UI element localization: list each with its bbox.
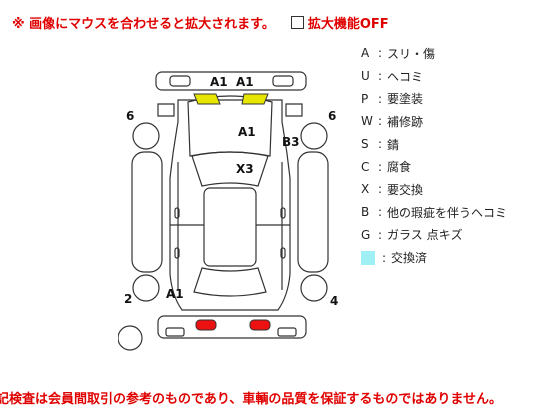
legend-sep: :	[377, 137, 383, 152]
legend-sep: :	[377, 46, 383, 61]
notice-bar: ※ 画像にマウスを合わせると拡大されます。 拡大機能OFF	[12, 12, 389, 32]
disclaimer: 記検査は会員間取引の参考のものであり、車輌の品質を保証するものではありません。	[0, 392, 502, 407]
legend-desc: 錆	[387, 137, 400, 152]
windshield-panel	[191, 151, 269, 187]
door-handle-rl	[174, 247, 180, 259]
legend-sep: :	[381, 250, 387, 265]
legend: A : スリ・傷 U : ヘコミ P : 要塗装 W : 補修跡 S : 錆 C…	[361, 42, 507, 269]
front-grille-left	[169, 75, 191, 87]
rear-glass-panel	[193, 267, 267, 297]
legend-sep: :	[377, 69, 383, 84]
legend-item-a: A : スリ・傷	[361, 42, 507, 65]
marker-front-bumper-right: A1	[236, 75, 254, 89]
legend-code: P	[361, 91, 369, 106]
door-handle-fr	[280, 207, 286, 219]
legend-sep: :	[377, 205, 383, 220]
legend-desc: 交換済	[391, 251, 428, 266]
legend-sep: :	[377, 182, 383, 197]
side-panel-left	[131, 151, 163, 273]
legend-sep: :	[377, 114, 383, 129]
car-diagram[interactable]: A1 A1 A1 B3 X3 A1 6 6 2 4	[118, 60, 338, 356]
taillights	[195, 319, 271, 331]
legend-desc: 腐食	[387, 160, 412, 175]
headlight-right	[241, 93, 269, 105]
panel-number-front-right: 6	[328, 109, 336, 123]
headlights	[193, 93, 269, 105]
body-outline	[169, 99, 291, 311]
legend-code: A	[361, 46, 370, 61]
rear-panel-left	[165, 327, 185, 337]
legend-code: G	[361, 227, 371, 242]
legend-desc: 補修跡	[387, 114, 424, 129]
legend-item-u: U : ヘコミ	[361, 65, 507, 88]
taillight-left	[195, 319, 217, 331]
panel-number-rear-left: 2	[124, 292, 132, 306]
legend-sep: :	[377, 159, 383, 174]
notice-text: ※ 画像にマウスを合わせると拡大されます。	[12, 16, 275, 32]
legend-code: C	[361, 159, 370, 174]
legend-desc: 他の瑕疵を伴うヘコミ	[387, 205, 508, 220]
wheel-rear-left	[132, 274, 160, 302]
legend-desc: ガラス 点キズ	[387, 228, 463, 243]
legend-sep: :	[377, 227, 383, 242]
legend-code: U	[361, 69, 370, 84]
legend-sep: :	[377, 91, 383, 106]
zoom-toggle-label: 拡大機能OFF	[307, 16, 389, 32]
legend-code: S	[361, 137, 369, 152]
legend-item-w: W : 補修跡	[361, 110, 507, 133]
taillight-right	[249, 319, 271, 331]
marker-front-right-fender: B3	[282, 135, 300, 149]
legend-desc: ヘコミ	[387, 69, 424, 84]
marker-rear-left-quarter: A1	[166, 287, 184, 301]
panel-number-rear-right: 4	[330, 294, 338, 308]
legend-desc: 要交換	[387, 182, 424, 197]
panel-number-front-left: 6	[126, 109, 134, 123]
wheel-front-left	[132, 122, 160, 150]
door-handle-fl	[174, 207, 180, 219]
wheel-rear-right	[300, 274, 328, 302]
legend-item-s: S : 錆	[361, 133, 507, 156]
door-handle-rr	[280, 247, 286, 259]
zoom-toggle[interactable]: 拡大機能OFF	[290, 13, 389, 32]
marker-hood: A1	[238, 125, 256, 139]
legend-item-c: C : 腐食	[361, 155, 507, 178]
rear-bumper	[157, 315, 307, 339]
legend-item-p: P : 要塗装	[361, 87, 507, 110]
front-grille-right	[272, 75, 294, 87]
legend-desc: スリ・傷	[387, 46, 436, 61]
wheel-front-right	[300, 122, 328, 150]
marker-windshield: X3	[236, 162, 254, 176]
mirror-left	[157, 103, 175, 117]
roof-panel	[203, 187, 257, 267]
legend-item-g: G : ガラス 点キズ	[361, 224, 507, 247]
rear-panel-right	[277, 327, 297, 337]
hood-panel	[187, 95, 273, 157]
legend-code: X	[361, 182, 370, 197]
legend-item-replaced: : 交換済	[361, 246, 507, 269]
spare-tire	[118, 325, 143, 351]
headlight-left	[193, 93, 221, 105]
marker-front-bumper-left: A1	[210, 75, 228, 89]
legend-code: B	[361, 205, 370, 220]
legend-code: W	[361, 114, 373, 129]
side-panel-right	[297, 151, 329, 273]
front-bumper	[155, 71, 307, 91]
zoom-checkbox[interactable]	[290, 15, 304, 29]
legend-item-b: B : 他の瑕疵を伴うヘコミ	[361, 201, 507, 224]
legend-item-x: X : 要交換	[361, 178, 507, 201]
legend-desc: 要塗装	[387, 92, 424, 107]
replaced-swatch	[361, 250, 375, 265]
mirror-right	[285, 103, 303, 117]
